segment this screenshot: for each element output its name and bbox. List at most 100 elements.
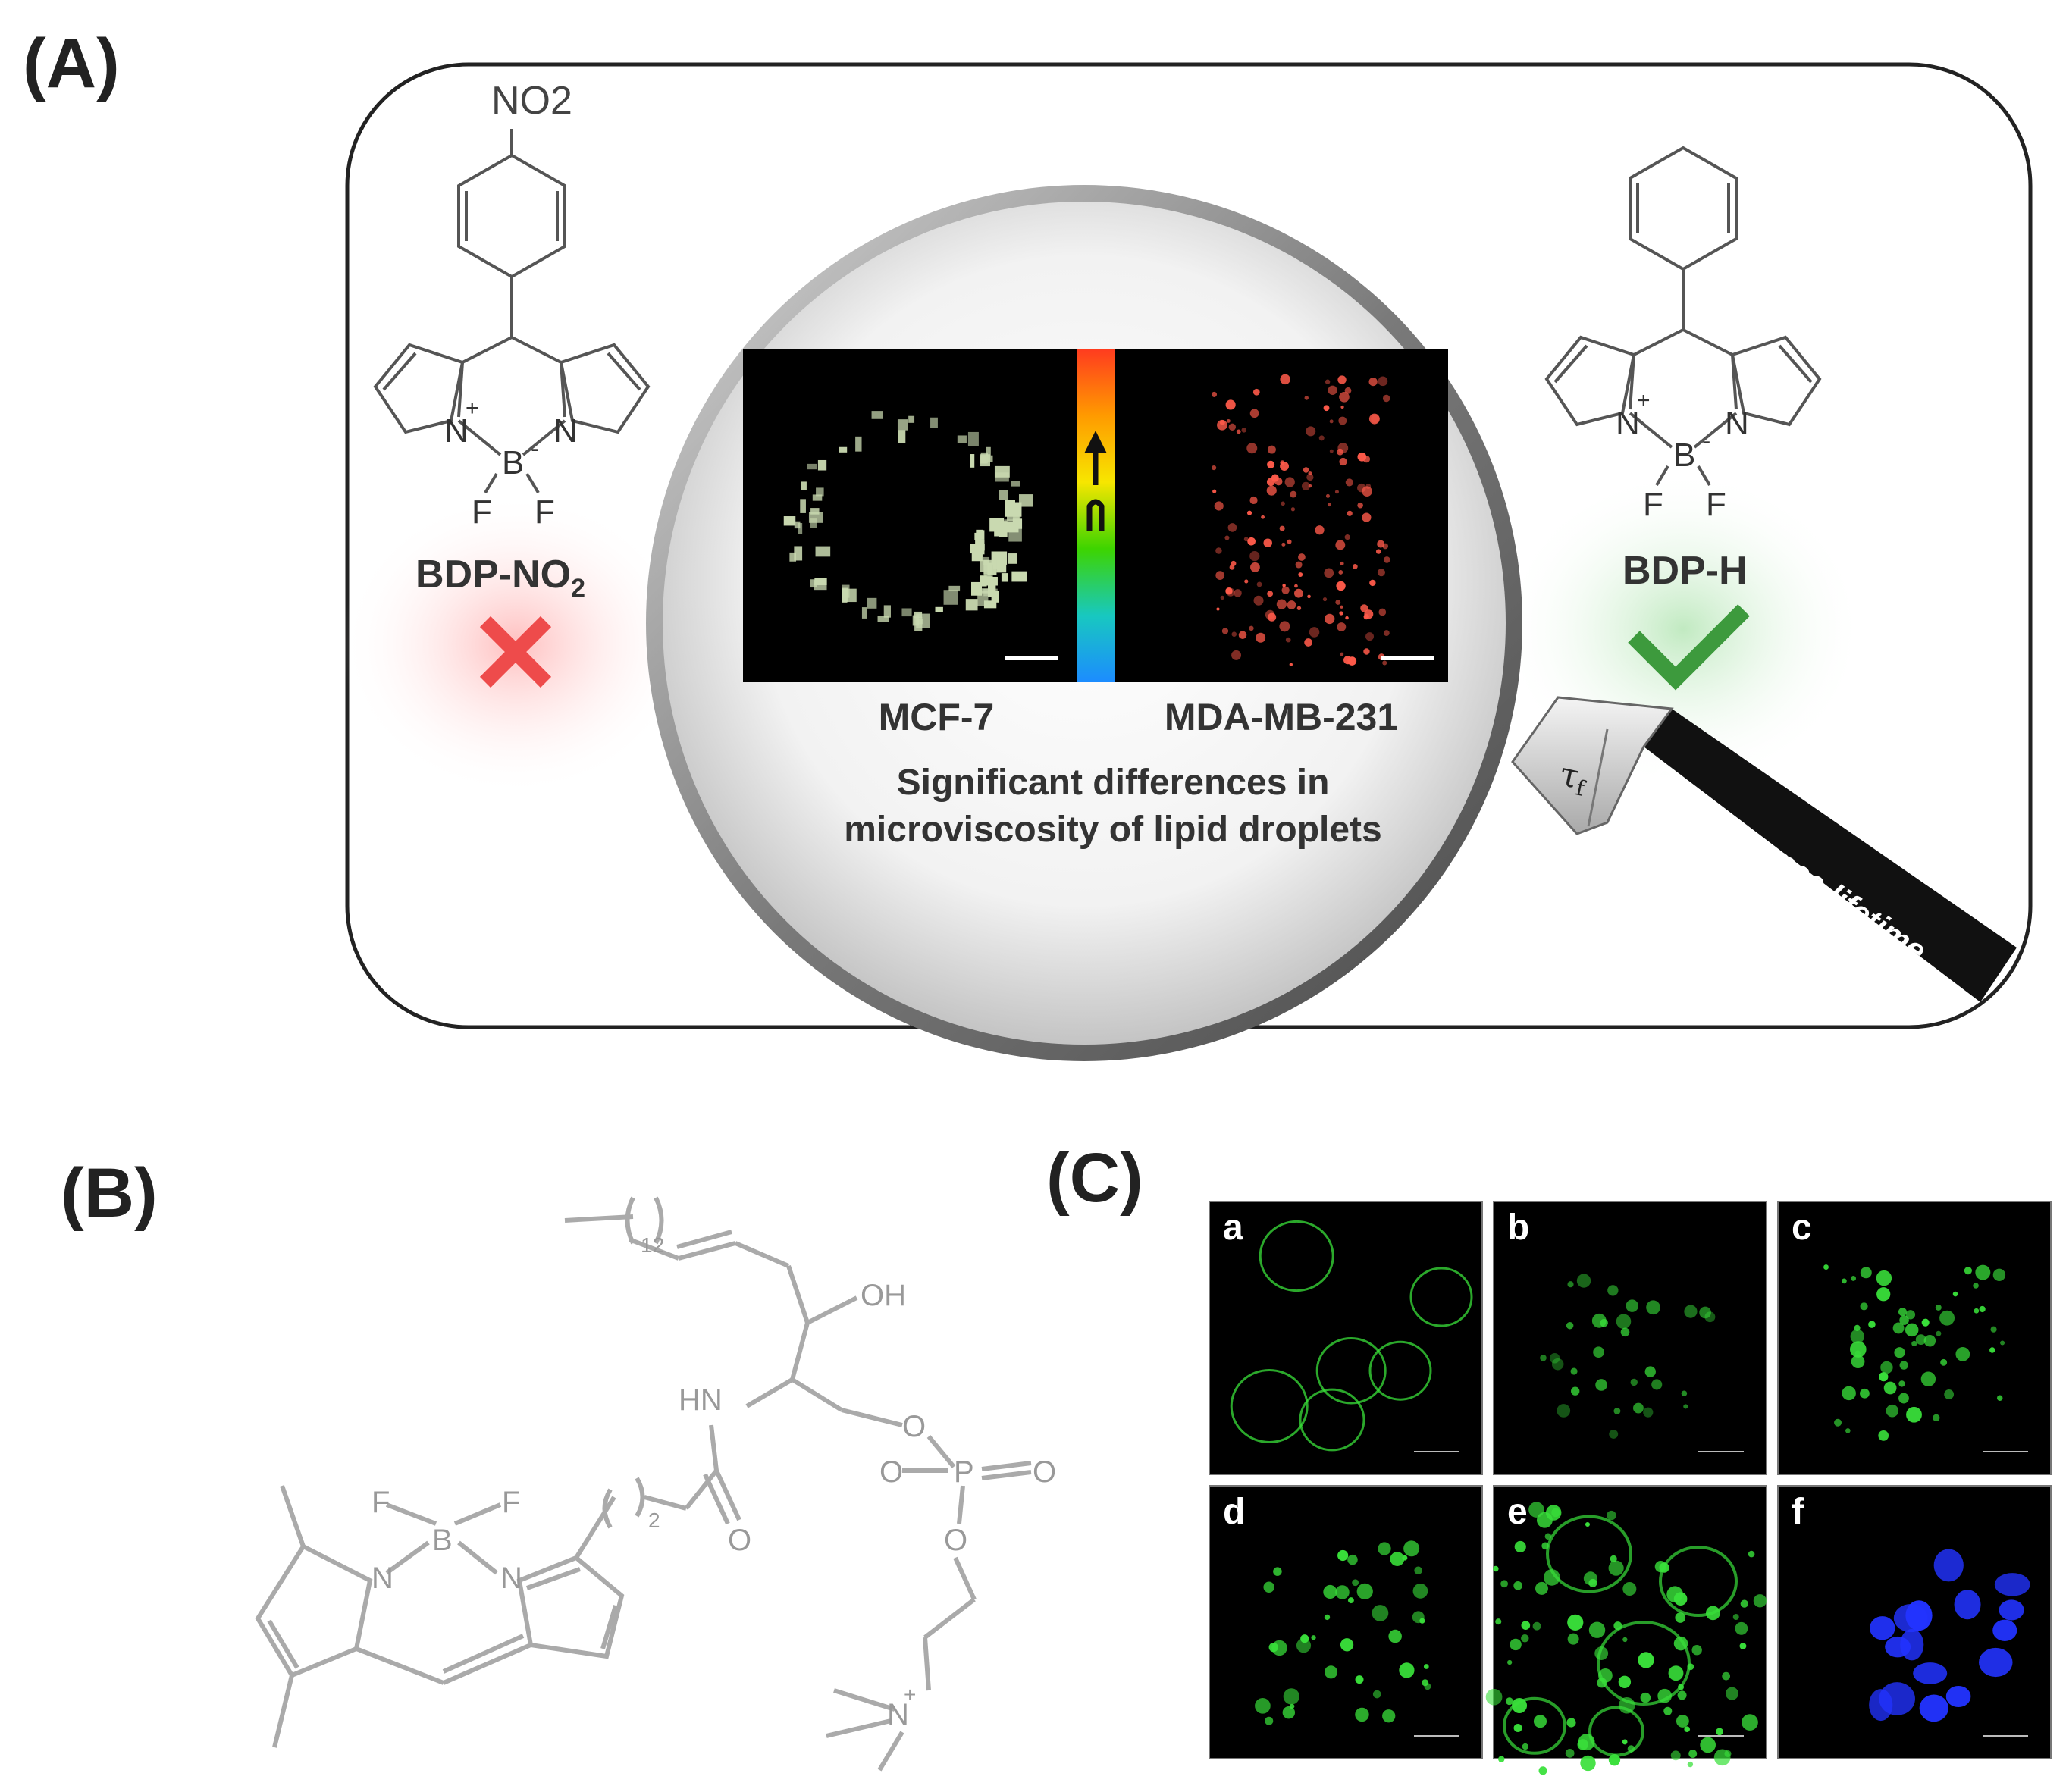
fluorescent-spot [1860, 1302, 1868, 1311]
fluorescent-spot [1860, 1267, 1872, 1279]
fluorescent-spot [1906, 1406, 1922, 1423]
droplet [1212, 489, 1217, 493]
nucleus [1954, 1590, 1981, 1620]
fluorescent-spot [1724, 1750, 1732, 1757]
fluorescent-spot [1620, 1327, 1630, 1337]
fluorescent-spot [1638, 1652, 1654, 1668]
droplet [1256, 581, 1262, 587]
droplet [798, 523, 803, 534]
fluorescent-spot [1622, 1581, 1637, 1596]
fluorescent-spot [1684, 1726, 1691, 1732]
fluorescent-spot [1576, 1274, 1591, 1288]
droplet [1318, 435, 1325, 441]
droplet [1267, 460, 1275, 468]
fluorescent-spot [1372, 1690, 1381, 1699]
droplet [1219, 420, 1225, 425]
fluorescent-spot [1498, 1756, 1505, 1762]
fluorescent-spot [1372, 1605, 1389, 1621]
droplet [877, 616, 889, 622]
b-atom-phosphorus: P [954, 1455, 974, 1489]
droplet [1378, 376, 1388, 387]
b-atom-chain-n1: 12 [641, 1233, 664, 1257]
droplet [1362, 512, 1372, 522]
droplet [1308, 471, 1312, 476]
droplet [1249, 496, 1258, 505]
mda-lipid-droplets [1211, 374, 1390, 666]
droplet [810, 579, 817, 588]
fluorescent-spot [1255, 1697, 1271, 1714]
bdp-h-n-right: N [1725, 405, 1749, 442]
fluorescent-spot [1289, 1703, 1295, 1709]
droplet [1284, 477, 1295, 487]
fluorescent-spot [1633, 1402, 1644, 1414]
bdp-no2-fluorine-left: F [472, 493, 492, 531]
fluorescent-spot [1699, 1306, 1711, 1319]
droplet [1383, 630, 1390, 636]
droplet [957, 435, 967, 443]
droplet [996, 559, 1007, 573]
droplet [1215, 571, 1225, 581]
fluorescent-spot [1522, 1743, 1528, 1750]
fluorescent-spot [1940, 1358, 1948, 1366]
fluorescent-spot [1282, 1706, 1296, 1719]
fluorescent-spot [1610, 1555, 1617, 1562]
droplet [1295, 561, 1303, 569]
droplet [1279, 621, 1290, 632]
bodipy-lipid-structure [255, 1196, 1032, 1772]
cell-outline [1503, 1696, 1566, 1755]
bdp-no2-name-main: BDP-NO [415, 553, 571, 597]
fluorescent-spot [1528, 1502, 1544, 1518]
nucleus [1994, 1573, 2030, 1596]
bdp-no2-minus: - [531, 434, 539, 463]
fluorescent-spot [1588, 1621, 1606, 1638]
fluorescent-spot [1668, 1665, 1684, 1681]
fluorescent-spot [1898, 1308, 1907, 1317]
fluorescent-spot [1851, 1276, 1857, 1281]
droplet [1253, 595, 1264, 606]
nucleus [1893, 1603, 1928, 1633]
fluorescent-spot [1273, 1567, 1282, 1576]
droplet [1244, 579, 1249, 584]
droplet [1234, 589, 1242, 597]
fluorescent-spot [1265, 1716, 1274, 1725]
droplet [1306, 426, 1316, 437]
fluorescent-spot [1551, 1358, 1564, 1371]
droplet [1340, 405, 1344, 409]
fluorescent-spot [1868, 1321, 1876, 1328]
fluorescent-spot [1532, 1621, 1541, 1631]
b-atom-n-plus: N [887, 1698, 909, 1731]
fluorescent-spot [1513, 1581, 1522, 1590]
droplet [1337, 622, 1347, 631]
droplet [1249, 409, 1259, 418]
fluorescent-spot [1851, 1355, 1865, 1369]
droplet [980, 456, 987, 464]
droplet [1377, 569, 1385, 577]
droplet [999, 490, 1008, 500]
cell-membrane [1315, 1336, 1387, 1405]
droplet [1263, 538, 1272, 547]
fluorescent-spot [1544, 1569, 1560, 1586]
nucleus [1945, 1685, 1971, 1708]
fluorescent-spot [1974, 1308, 1980, 1314]
droplet [1335, 600, 1341, 605]
droplet [1281, 501, 1285, 506]
droplet [971, 549, 983, 562]
fluorescent-spot [1622, 1739, 1628, 1745]
fluorescent-spot [1880, 1361, 1893, 1374]
droplet [1220, 595, 1224, 600]
fluorescent-spot [1613, 1408, 1621, 1414]
fluorescent-spot [1323, 1584, 1337, 1599]
droplet [988, 582, 996, 597]
droplet [1249, 625, 1254, 631]
fluorescent-spot [1340, 1638, 1354, 1652]
fluorescent-spot [1886, 1404, 1899, 1418]
droplet [1365, 632, 1375, 641]
droplet [883, 605, 891, 618]
droplet [1280, 374, 1290, 385]
bdp-no2-name: BDP-NO2 [415, 553, 585, 603]
droplet [983, 572, 991, 581]
droplet [1364, 609, 1374, 619]
fluorescent-spot [1691, 1645, 1702, 1656]
fluorescent-spot [1311, 1635, 1316, 1640]
micrograph-d: d [1209, 1485, 1483, 1759]
